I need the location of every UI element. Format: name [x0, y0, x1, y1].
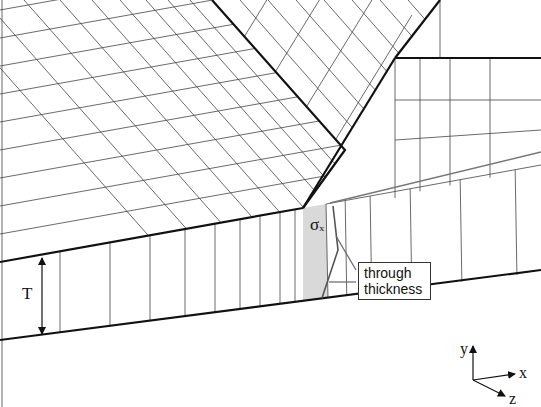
callout-text: through thickness [364, 265, 425, 297]
leader-line [329, 281, 356, 282]
stress-symbol: σₓ [310, 216, 324, 235]
axis-label: y [460, 340, 468, 358]
axis-label: x [519, 364, 527, 382]
leader-line [336, 236, 356, 270]
callout-box: through thickness [358, 262, 431, 300]
dimension-label: T [22, 285, 32, 304]
shaded-slice [303, 204, 328, 301]
axis-label: z [509, 390, 516, 407]
